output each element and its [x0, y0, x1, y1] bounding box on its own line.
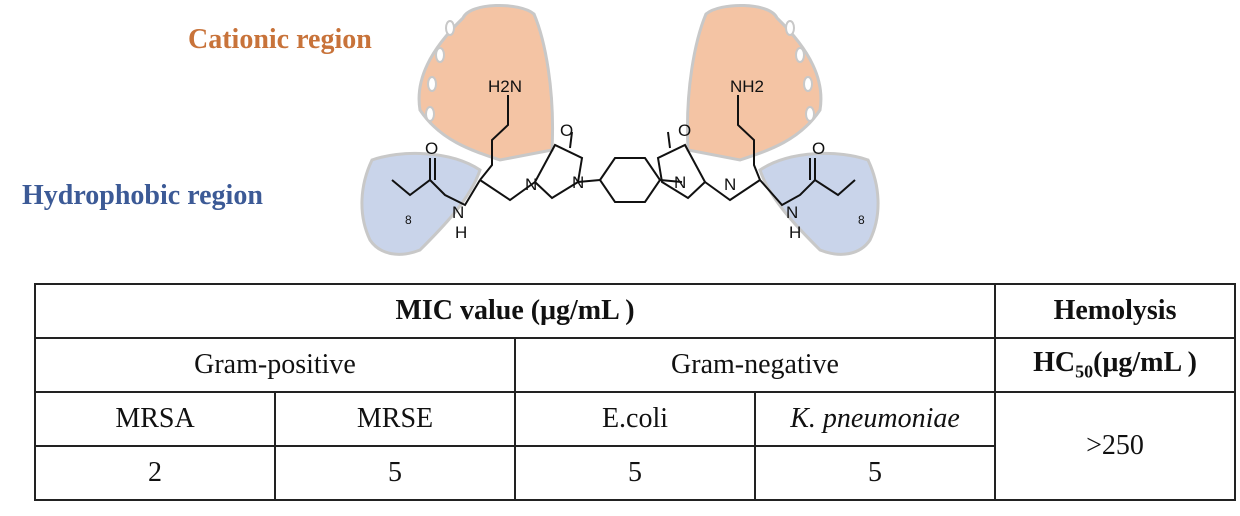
hydrophobic-region-label: Hydrophobic region — [22, 180, 263, 211]
oxygen-left-label: O — [560, 121, 573, 140]
chain-repeat-right-label: 8 — [858, 213, 865, 227]
strain-mrse: MRSE — [274, 391, 516, 447]
strain-mrsa: MRSA — [34, 391, 276, 447]
mic-header: MIC value (μg/mL ) — [33, 283, 997, 339]
amide-h-right-label: H — [789, 223, 801, 242]
nitrogen-left-aryl-label: N — [572, 173, 584, 192]
molecule-diagram: H2N NH2 O O O O N N N N N H N H 8 8 — [360, 4, 880, 256]
amine-right-label: NH2 — [730, 77, 764, 96]
hydrophobic-blob-left — [360, 152, 482, 256]
mic-table: MIC value (μg/mL ) Hemolysis Gram-positi… — [33, 283, 1237, 501]
oxygen-acyl-left-label: O — [425, 139, 438, 158]
oxygen-right-label: O — [678, 121, 691, 140]
strain-k-pneumoniae: K. pneumoniae — [753, 391, 997, 447]
hydrophobic-blob-right — [758, 152, 880, 256]
hemolysis-value: >250 — [994, 391, 1237, 501]
oxygen-acyl-right-label: O — [812, 139, 825, 158]
amide-n-right-label: N — [786, 203, 798, 222]
cationic-bubbles-left — [425, 20, 455, 122]
hc50-header: HC50(μg/mL ) — [994, 337, 1237, 393]
gram-positive-header: Gram-positive — [34, 337, 516, 393]
hemolysis-header: Hemolysis — [994, 283, 1237, 339]
mic-value-mrse: 5 — [274, 445, 516, 501]
mic-value-ecoli: 5 — [514, 445, 756, 501]
nitrogen-left-ring-label: N — [525, 175, 537, 194]
mic-value-k-pneumoniae: 5 — [753, 445, 997, 501]
molecule-bonds — [391, 95, 856, 207]
strain-ecoli: E.coli — [514, 391, 756, 447]
cationic-bubbles-right — [785, 20, 815, 122]
cationic-region-label: Cationic region — [188, 24, 372, 55]
amide-n-left-label: N — [452, 203, 464, 222]
amide-h-left-label: H — [455, 223, 467, 242]
chain-repeat-left-label: 8 — [405, 213, 412, 227]
gram-negative-header: Gram-negative — [513, 337, 997, 393]
mic-value-mrsa: 2 — [34, 445, 276, 501]
nitrogen-right-aryl-label: N — [674, 173, 686, 192]
cationic-blob-left — [417, 4, 554, 162]
amine-left-label: H2N — [488, 77, 522, 96]
nitrogen-right-ring-label: N — [724, 175, 736, 194]
